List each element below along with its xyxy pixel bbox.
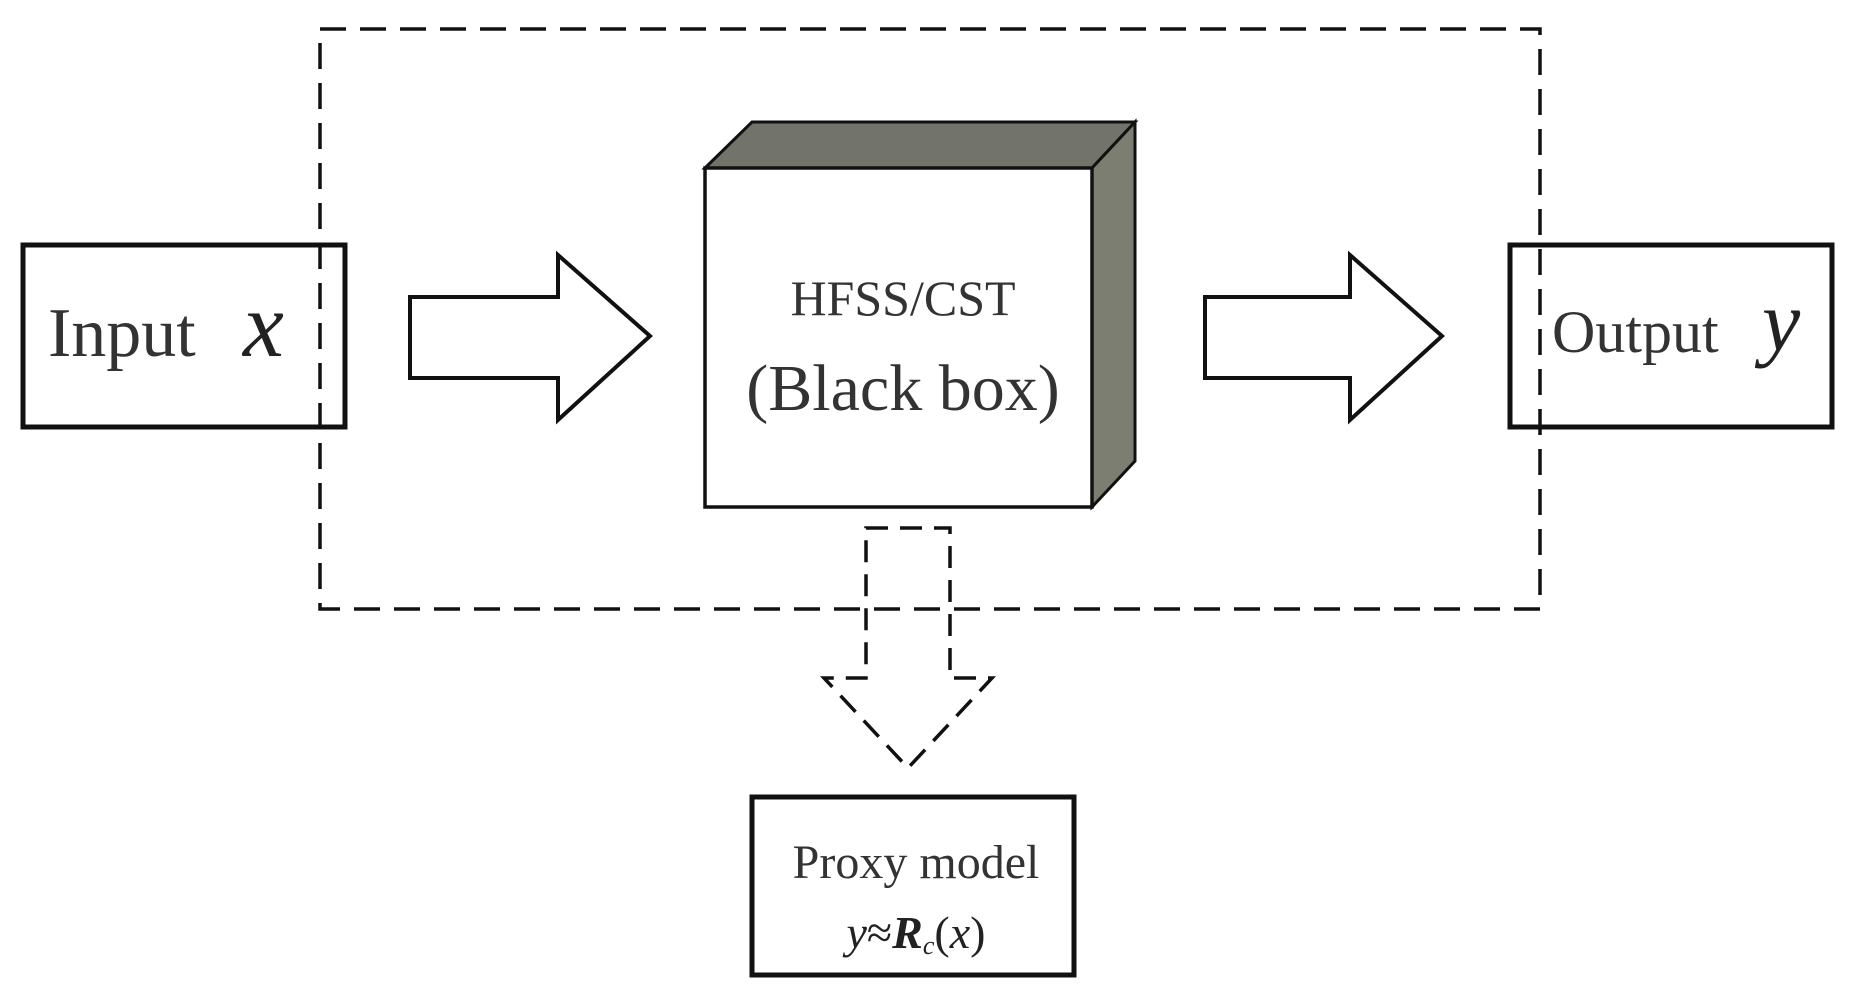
output-variable: y	[1754, 273, 1801, 369]
black-box-cube: HFSS/CST (Black box)	[701, 118, 1139, 511]
input-label: Input	[48, 295, 196, 372]
system-boundary-dashed	[318, 27, 1542, 611]
input-box: Input x	[20, 242, 348, 430]
arrow-blackbox-to-output	[1203, 250, 1445, 425]
cube-side-face	[1090, 118, 1137, 511]
output-box: Output y	[1507, 242, 1835, 430]
output-word: Output	[1552, 299, 1719, 365]
cube-front-face	[703, 166, 1094, 509]
black-box-line2: (Black box)	[746, 352, 1059, 425]
input-word: Input	[48, 295, 196, 372]
black-box-line1: HFSS/CST	[790, 270, 1015, 326]
proxy-formula: y≈Rc(x)	[843, 907, 986, 960]
proxy-model-box: Proxy model y≈Rc(x)	[749, 794, 1077, 978]
dashed-arrow-to-proxy	[819, 526, 997, 771]
input-variable: x	[241, 274, 284, 376]
arrow-input-to-blackbox	[408, 250, 653, 425]
proxy-title: Proxy model	[793, 836, 1040, 889]
cube-top-face	[701, 120, 1139, 170]
